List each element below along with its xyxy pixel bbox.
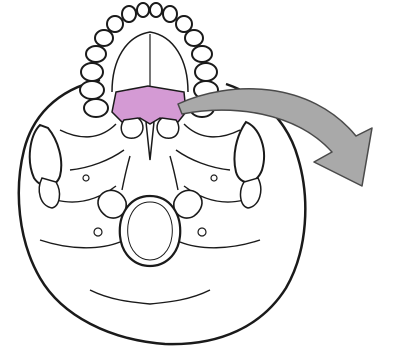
palatine-bone-highlight — [112, 86, 186, 124]
tooth — [195, 63, 217, 81]
tooth — [80, 81, 104, 99]
tooth — [150, 3, 162, 17]
tooth — [122, 6, 136, 22]
foramen-magnum — [120, 196, 180, 266]
right-choana — [157, 118, 179, 138]
tooth — [95, 30, 113, 46]
tooth — [176, 16, 192, 32]
tooth — [81, 63, 103, 81]
left-choana — [121, 118, 143, 138]
tooth — [192, 46, 212, 62]
tooth — [163, 6, 177, 22]
tooth — [107, 16, 123, 32]
tooth — [137, 3, 149, 17]
tooth — [84, 99, 108, 117]
tooth — [86, 46, 106, 62]
tooth — [185, 30, 203, 46]
